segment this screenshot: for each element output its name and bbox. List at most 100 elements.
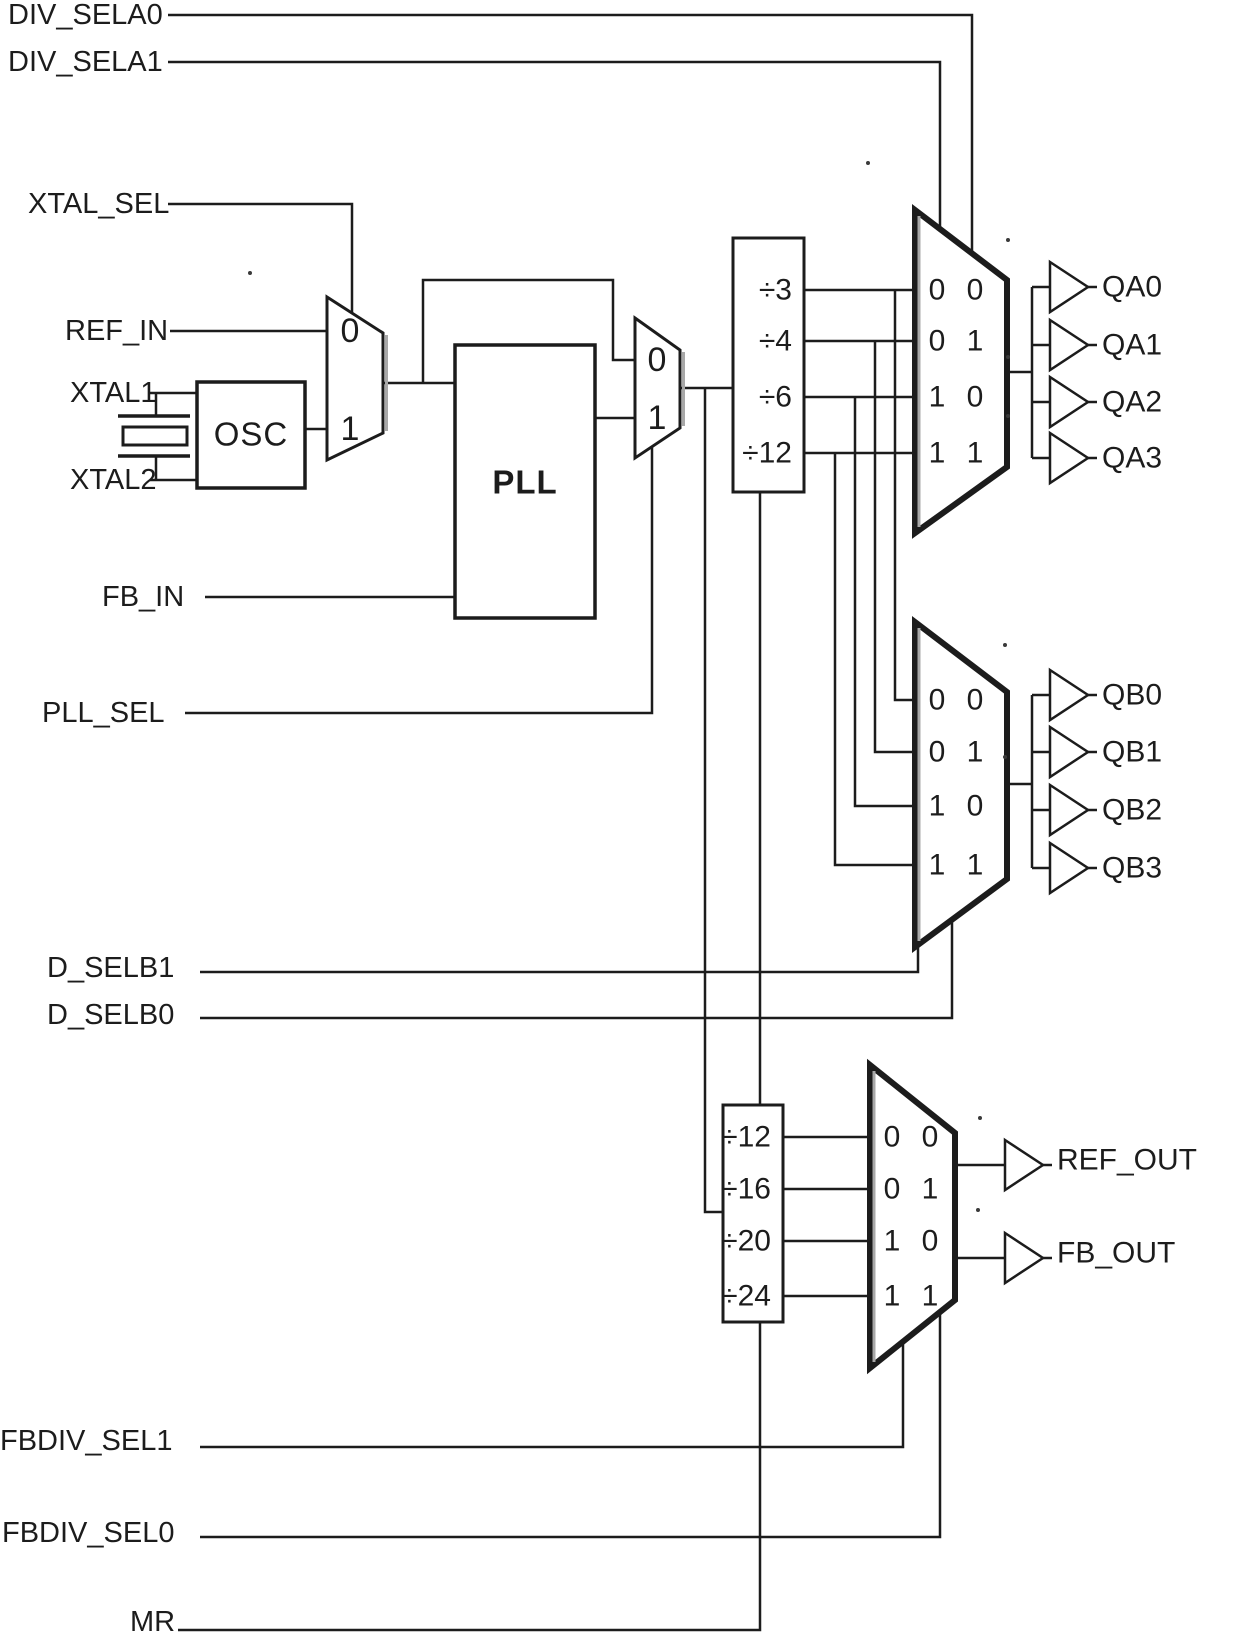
divider-a-row-div3: ÷3 (759, 274, 792, 307)
fbdiv-mux-row10-bit1: 1 (884, 1225, 901, 1258)
wire-qa-output-bus (1007, 285, 1050, 460)
wire-div-sela1 (168, 60, 942, 229)
wire-diva-div4-row (804, 339, 915, 754)
fbdiv-mux-row01-bit0: 1 (922, 1173, 939, 1206)
output-label-qb2: QB2 (1102, 794, 1162, 827)
ref-out-buffer (1003, 1137, 1046, 1193)
signal-label-pll-sel: PLL_SEL (42, 697, 165, 729)
crystal-body (121, 425, 189, 447)
fbdiv-mux-row11-bit0: 1 (922, 1280, 939, 1313)
bank-a-mux-row11-bit0: 1 (967, 437, 984, 470)
divider-a-row-div4: ÷4 (759, 325, 792, 358)
xtal-sel-mux (325, 294, 385, 463)
bank-b-mux-row01-bit0: 1 (967, 736, 984, 769)
bank-a-mux-row10-bit1: 1 (929, 381, 946, 414)
osc-block-label: OSC (214, 416, 289, 453)
fbdiv-mux (867, 1058, 958, 1375)
wire-diva-div6-row (804, 395, 915, 808)
fbdiv-mux-row10-bit0: 0 (922, 1225, 939, 1258)
signal-label-div-sela0: DIV_SELA0 (8, 0, 163, 31)
pll-sel-mux (633, 315, 682, 461)
divider-b-row-div20: ÷20 (721, 1225, 771, 1258)
output-label-qa1: QA1 (1102, 329, 1162, 362)
scan-specks (248, 161, 1010, 1212)
output-label-qb1: QB1 (1102, 736, 1162, 769)
bank-b-mux-row10-bit0: 0 (967, 790, 984, 823)
crystal-plates (118, 414, 190, 458)
wire-diva-div12-row (804, 451, 915, 867)
divider-a-block (731, 236, 806, 494)
signal-label-d-selb1: D_SELB1 (47, 952, 174, 984)
fbdiv-mux-row00-bit1: 0 (884, 1121, 901, 1154)
output-label-qa3: QA3 (1102, 442, 1162, 475)
bank-b-mux-row11-bit0: 1 (967, 849, 984, 882)
osc-block (195, 380, 307, 490)
output-label-ref-out: REF_OUT (1057, 1144, 1197, 1177)
bank-b-mux-row01-bit1: 0 (929, 736, 946, 769)
wire-d-selb0 (200, 920, 954, 1020)
wire-reffb-buffer-tips (1043, 1163, 1052, 1260)
bank-a-mux-row10-bit0: 0 (967, 381, 984, 414)
bank-a-mux (912, 203, 1010, 539)
fbdiv-mux-row11-bit1: 1 (884, 1280, 901, 1313)
output-label-qb3: QB3 (1102, 852, 1162, 885)
xtal-sel-mux-input-1: 1 (341, 410, 360, 448)
signal-label-d-selb0: D_SELB0 (47, 999, 174, 1031)
output-label-fb-out: FB_OUT (1057, 1237, 1175, 1270)
signal-label-xtal2: XTAL2 (70, 464, 157, 496)
wire-fbdiv-sel1 (200, 1342, 905, 1449)
wire-pll-bypass (421, 278, 635, 383)
signal-label-ref-in: REF_IN (65, 315, 168, 347)
wire-div-sela0 (168, 13, 974, 254)
wire-xtal1 (150, 391, 197, 416)
bank-a-mux-row00-bit1: 0 (929, 274, 946, 307)
pll-sel-mux-input-1: 1 (648, 399, 667, 437)
bank-a-mux-row00-bit0: 0 (967, 274, 984, 307)
signal-label-xtal1: XTAL1 (70, 377, 157, 409)
wire-qb-buffer-tips (1088, 693, 1097, 870)
qb0-buffer (1048, 667, 1091, 723)
signal-label-fbdiv-sel1: FBDIV_SEL1 (0, 1425, 172, 1457)
signal-label-fb-in: FB_IN (102, 581, 184, 613)
bank-b-mux-row11-bit1: 1 (929, 849, 946, 882)
qa0-buffer (1048, 259, 1091, 315)
bank-b-mux-row00-bit0: 0 (967, 684, 984, 717)
qa2-buffer (1048, 374, 1091, 430)
qb3-buffer (1048, 840, 1091, 896)
divider-b-row-div24: ÷24 (721, 1280, 771, 1313)
divider-b-row-div12: ÷12 (721, 1121, 771, 1154)
pll-block (453, 343, 597, 620)
output-label-qa0: QA0 (1102, 271, 1162, 304)
divider-a-row-div6: ÷6 (759, 381, 792, 414)
pll-sel-mux-input-0: 0 (648, 341, 667, 379)
qa1-buffer (1048, 317, 1091, 373)
wire-qb-output-bus (1007, 693, 1050, 870)
divider-b-row-div16: ÷16 (721, 1173, 771, 1206)
bank-b-mux-row00-bit1: 0 (929, 684, 946, 717)
divider-a-row-div12: ÷12 (742, 437, 792, 470)
fbdiv-mux-row01-bit1: 0 (884, 1173, 901, 1206)
fbdiv-mux-row00-bit0: 0 (922, 1121, 939, 1154)
wire-clock-branch-to-divider-b (703, 388, 723, 1214)
fb-out-buffer (1003, 1230, 1046, 1286)
wire-d-selb1 (200, 945, 920, 974)
signal-label-xtal-sel: XTAL_SEL (28, 188, 169, 220)
signal-label-fbdiv-sel0: FBDIV_SEL0 (2, 1517, 174, 1549)
qb2-buffer (1048, 782, 1091, 838)
output-label-qa2: QA2 (1102, 386, 1162, 419)
bank-a-mux-row01-bit1: 0 (929, 325, 946, 358)
bank-a-mux-row11-bit1: 1 (929, 437, 946, 470)
pll-block-label: PLL (492, 464, 557, 501)
qa3-buffer (1048, 430, 1091, 486)
divider-b-block (721, 1103, 785, 1324)
xtal-sel-mux-input-0: 0 (341, 312, 360, 350)
qb1-buffer (1048, 724, 1091, 780)
output-label-qb0: QB0 (1102, 679, 1162, 712)
bank-b-mux-row10-bit1: 1 (929, 790, 946, 823)
wire-fbdiv-sel0 (200, 1312, 942, 1539)
wire-diva-div3-row (804, 288, 915, 702)
wire-xtal-sel (168, 202, 354, 313)
wire-xtal2 (150, 456, 197, 482)
